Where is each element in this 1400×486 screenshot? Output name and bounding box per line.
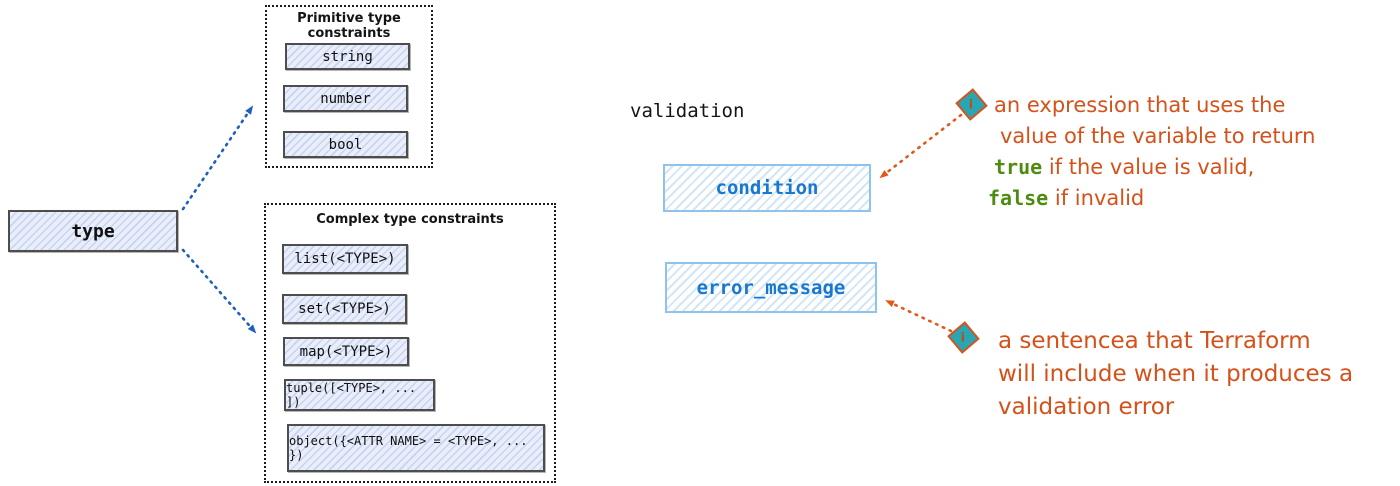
arrow-annotation-to-error-message	[885, 299, 953, 333]
condition-box: condition	[663, 164, 871, 212]
type-box: type	[8, 210, 178, 252]
complex-constraints-title: Complex type constraints	[316, 212, 504, 227]
arrow-annotation-to-condition	[879, 113, 963, 179]
diamond-glyph: i	[969, 97, 974, 112]
annotation-text: if the value is valid,	[1042, 155, 1255, 179]
condition-annotation: an expression that uses the value of the…	[988, 90, 1316, 214]
type-option-object: object({<ATTR NAME> = <TYPE>, ... })	[287, 424, 545, 472]
type-option-tuple: tuple([<TYPE>, ... ])	[284, 379, 435, 411]
type-option-number: number	[283, 85, 408, 112]
type-option-list: list(<TYPE>)	[282, 244, 408, 274]
type-option-bool: bool	[283, 131, 408, 158]
annotation-text: if invalid	[1048, 186, 1145, 210]
annotation-line: true if the value is valid,	[994, 152, 1315, 183]
true-code-text: true	[994, 155, 1043, 179]
info-diamond-icon: i	[947, 321, 980, 354]
annotation-line: an expression that uses the	[994, 93, 1286, 117]
annotation-line: false if invalid	[988, 183, 1315, 214]
arrow-type-to-complex	[181, 248, 257, 334]
error-message-box: error_message	[665, 262, 877, 313]
complex-constraints-container	[264, 203, 556, 483]
error-message-annotation: a sentencea that Terraform will include …	[998, 325, 1353, 424]
type-option-set: set(<TYPE>)	[282, 294, 407, 324]
primitive-constraints-container	[265, 5, 433, 168]
false-code-text: false	[988, 186, 1049, 210]
info-diamond-icon: i	[955, 88, 988, 121]
annotation-line: a sentencea that Terraform	[998, 328, 1311, 354]
annotation-line: value of the variable to return	[1000, 124, 1316, 148]
type-option-string: string	[285, 43, 410, 70]
primitive-constraints-title: Primitive type constraints	[297, 11, 401, 41]
annotation-line: validation error	[998, 394, 1175, 420]
type-option-map: map(<TYPE>)	[283, 337, 409, 366]
annotation-line: will include when it produces a	[998, 361, 1354, 387]
diamond-glyph: i	[961, 330, 966, 345]
arrow-type-to-primitive	[181, 105, 254, 211]
validation-title: validation	[630, 100, 745, 122]
